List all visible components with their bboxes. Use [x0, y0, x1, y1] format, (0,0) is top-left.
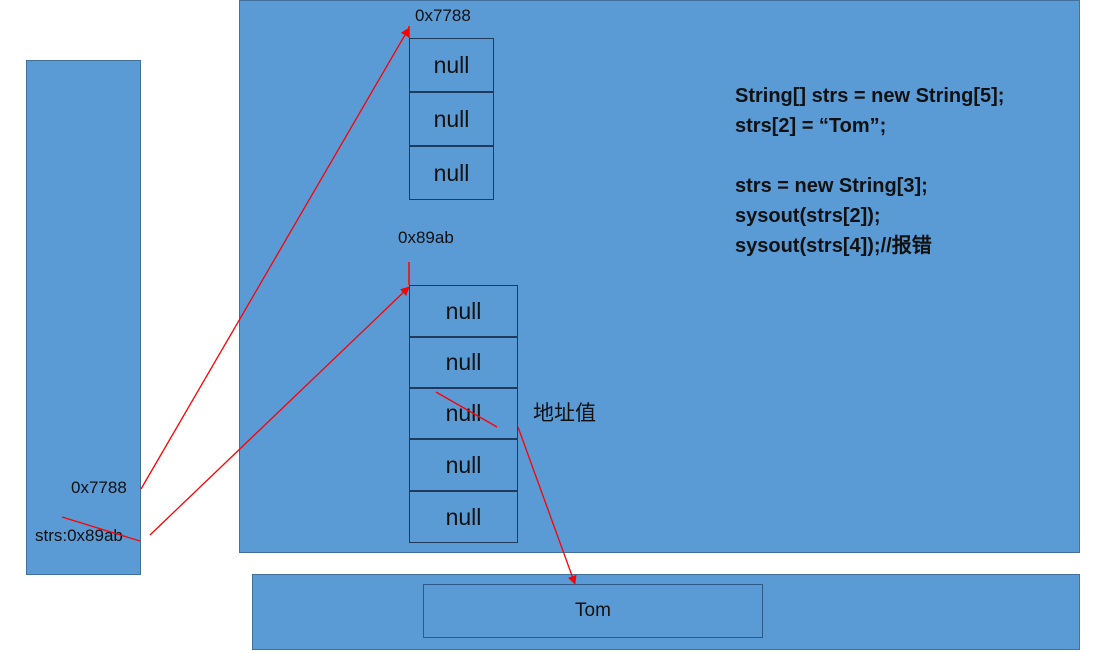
array2-cell-0: null: [409, 285, 518, 337]
array1-cell-1: null: [409, 92, 494, 146]
array2-address: 0x89ab: [398, 228, 454, 247]
array2-cell-3: null: [409, 439, 518, 491]
stack-old-reference: 0x7788: [71, 478, 127, 497]
code-line-4: strs = new String[3];: [735, 175, 928, 197]
stack-variable-strs: strs:0x89ab: [35, 526, 123, 545]
tom-string-value: Tom: [575, 600, 611, 621]
code-line-blank: [735, 141, 1004, 171]
code-block: String[] strs = new String[5]; strs[2] =…: [735, 81, 1004, 261]
array1-cell-2: null: [409, 146, 494, 200]
address-value-label: 地址值: [533, 401, 596, 425]
code-line-1: String[] strs = new String[5];: [735, 85, 1005, 107]
array2-cell-1: null: [409, 337, 518, 388]
array2-cell-2: null: [409, 388, 518, 439]
stack-memory-panel: [26, 60, 141, 575]
string-constant-pool-panel: [252, 574, 1080, 650]
code-line-6: sysout(strs[4]);//报错: [735, 235, 932, 257]
array2-cell-4: null: [409, 491, 518, 543]
code-line-2: strs[2] = “Tom”;: [735, 115, 887, 137]
array1-cell-0: null: [409, 38, 494, 92]
array1-address: 0x7788: [415, 6, 471, 25]
tom-string-box: Tom: [423, 584, 763, 638]
code-line-5: sysout(strs[2]);: [735, 205, 881, 227]
